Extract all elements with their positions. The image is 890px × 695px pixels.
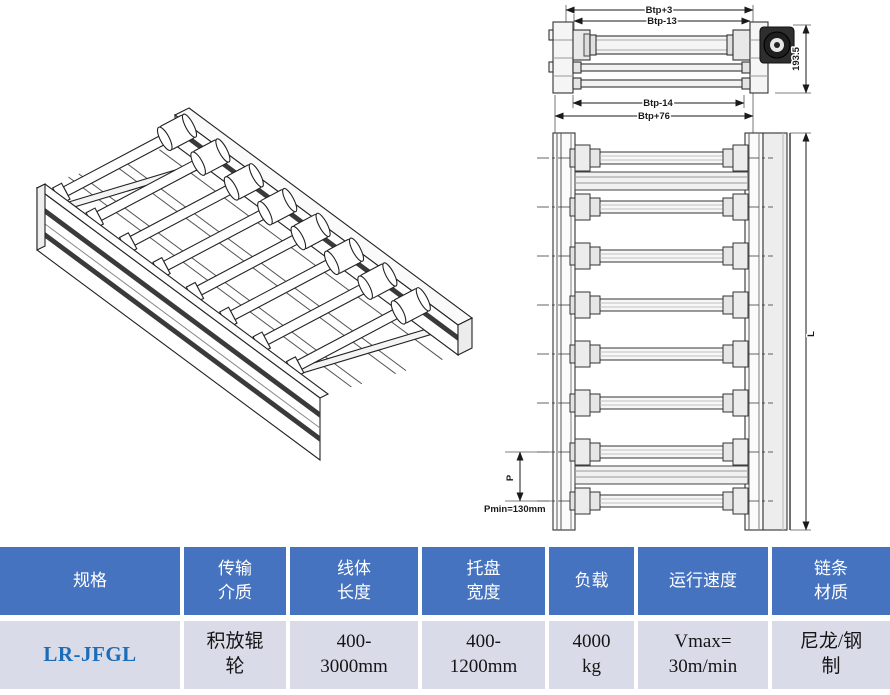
spec-table: 规格 传输 介质 线体 长度 托盘 宽度 负载 运行速度 链条 材质 LR-JF… bbox=[0, 547, 890, 689]
isometric-conveyor-drawing bbox=[35, 107, 474, 462]
cross-member bbox=[574, 465, 749, 485]
roller bbox=[537, 340, 773, 368]
table-header-chain-material: 链条 材质 bbox=[772, 547, 890, 615]
near-rail bbox=[35, 183, 330, 462]
roller bbox=[152, 187, 298, 279]
table-value-load: 4000 kg bbox=[549, 621, 634, 689]
cross-section-view: Btp+3 Btp-13 Btp-14 Btp+76 193.5 bbox=[548, 4, 811, 130]
top-view: L P Pmin=130mm bbox=[483, 130, 819, 531]
table-value-chain-material: 尼龙/钢 制 bbox=[772, 621, 890, 689]
rollers bbox=[537, 144, 773, 515]
dim-label-pitch: P bbox=[505, 474, 516, 481]
cross-member bbox=[574, 171, 749, 191]
roller bbox=[537, 291, 773, 319]
dim-label-length: L bbox=[806, 331, 817, 337]
bearing-block bbox=[732, 29, 751, 61]
roller bbox=[218, 237, 365, 329]
roller bbox=[252, 262, 398, 354]
dim-label-height: 193.5 bbox=[791, 46, 802, 70]
roller bbox=[285, 287, 431, 379]
chain-shaft bbox=[572, 63, 751, 72]
table-value-model: LR-JFGL bbox=[0, 621, 180, 689]
table-header-load: 负载 bbox=[549, 547, 634, 615]
roller bbox=[537, 242, 773, 270]
table-header-pallet-width: 托盘 宽度 bbox=[422, 547, 545, 615]
dim-label-btp-minus-14: Btp-14 bbox=[643, 98, 673, 109]
dim-label-btp-minus-13: Btp-13 bbox=[647, 16, 677, 27]
rollers bbox=[51, 113, 431, 379]
table-header-line-length: 线体 长度 bbox=[290, 547, 418, 615]
roller bbox=[537, 487, 773, 515]
roller bbox=[185, 212, 331, 304]
table-value-line-length: 400- 3000mm bbox=[290, 621, 418, 689]
table-header-spec: 规格 bbox=[0, 547, 180, 615]
roller bbox=[537, 438, 773, 466]
table-header-speed: 运行速度 bbox=[638, 547, 768, 615]
dim-label-btp-plus-76: Btp+76 bbox=[638, 111, 670, 122]
table-value-speed: Vmax= 30m/min bbox=[638, 621, 768, 689]
roller-tube bbox=[589, 35, 734, 55]
roller bbox=[537, 144, 773, 172]
table-header-medium: 传输 介质 bbox=[184, 547, 286, 615]
roller bbox=[85, 138, 231, 230]
motor-icon bbox=[759, 26, 795, 64]
roller bbox=[537, 389, 773, 417]
roller bbox=[51, 113, 198, 205]
table-value-pallet-width: 400- 1200mm bbox=[422, 621, 545, 689]
table-value-medium: 积放辊 轮 bbox=[184, 621, 286, 689]
dim-label-btp-plus-3: Btp+3 bbox=[646, 5, 673, 16]
roller bbox=[118, 163, 264, 255]
chain-shaft bbox=[572, 79, 751, 88]
left-rail bbox=[552, 132, 576, 531]
dim-label-pitch-min: Pmin=130mm bbox=[484, 504, 546, 515]
roller bbox=[537, 193, 773, 221]
